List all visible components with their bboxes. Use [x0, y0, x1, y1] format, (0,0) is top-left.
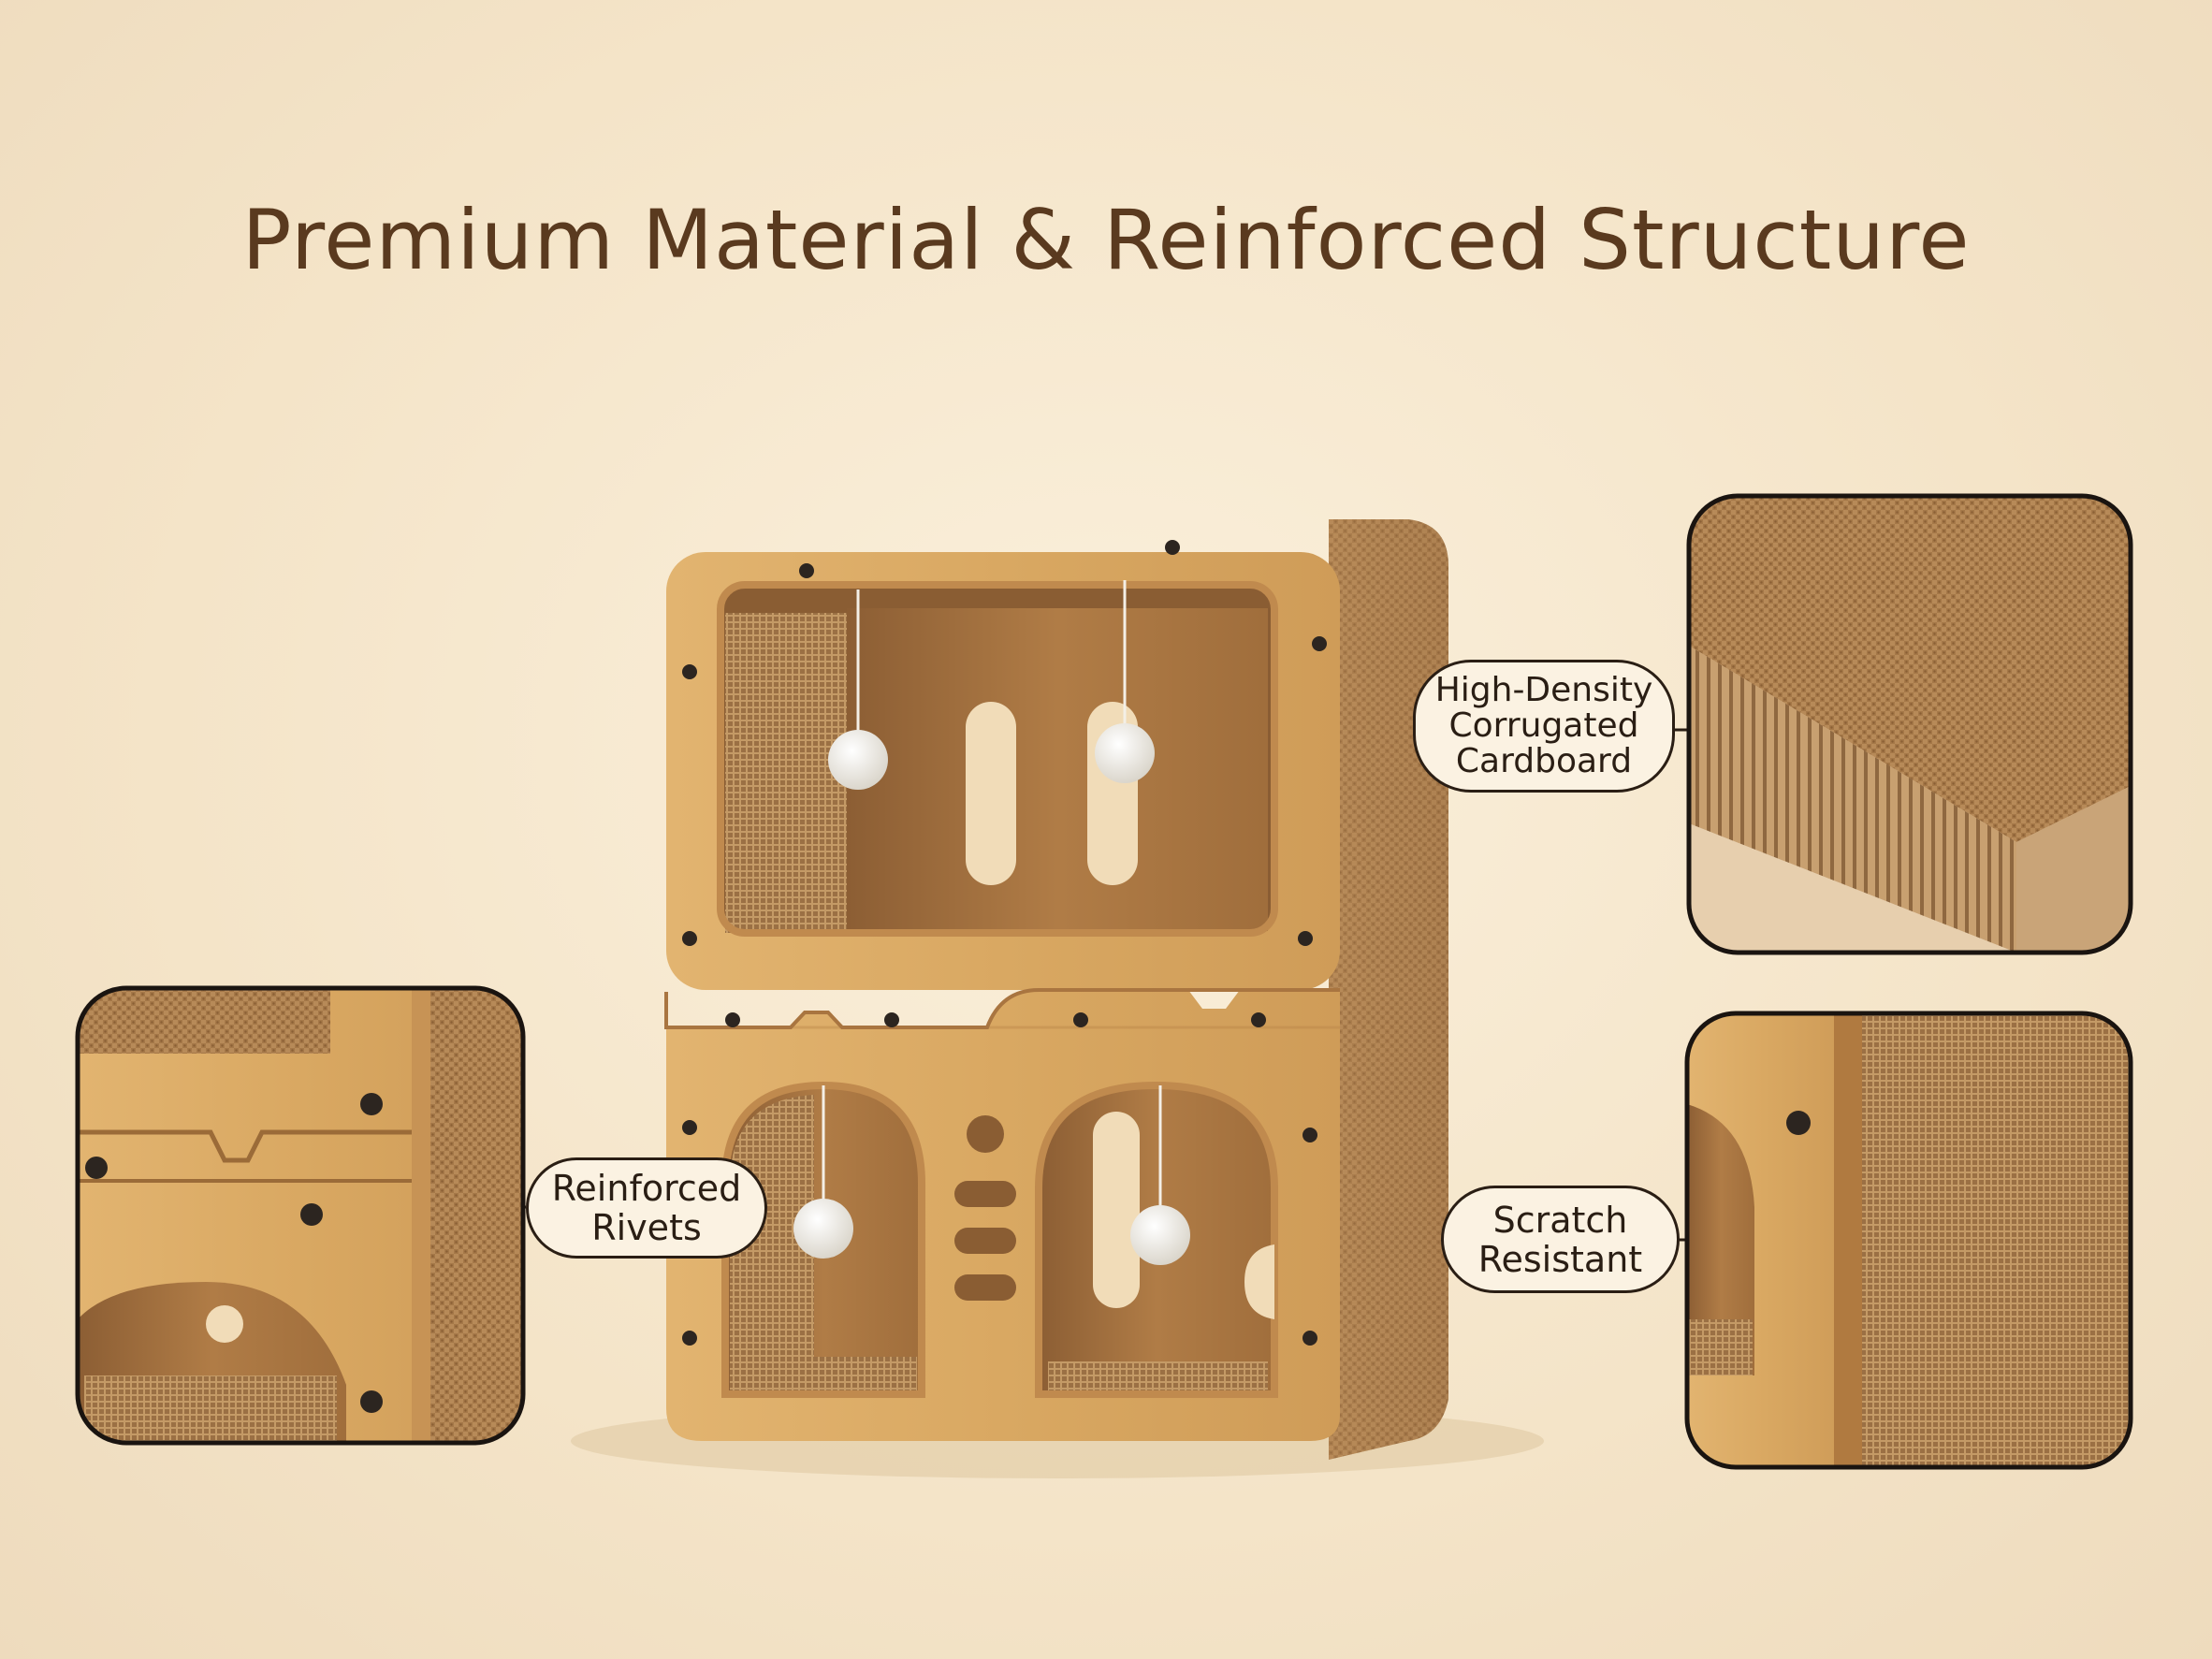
- detail-cardboard-texture: [1686, 493, 2133, 955]
- cat-house: [664, 519, 1448, 1460]
- vent-hole-round: [967, 1115, 1004, 1153]
- hanging-ball-icon: [1095, 580, 1155, 783]
- callout-scratch-line1: Scratch: [1492, 1199, 1628, 1241]
- vent-slot: [954, 1181, 1016, 1207]
- callout-cardboard-line3: Cardboard: [1455, 742, 1633, 780]
- vent-slot: [954, 1274, 1016, 1301]
- callout-cardboard-line2: Corrugated: [1448, 706, 1639, 745]
- hanging-ball-icon: [793, 1085, 853, 1259]
- upper-slot-left: [966, 702, 1016, 885]
- detail-reinforced-rivets: [75, 985, 526, 1446]
- callout-rivets-line2: Rivets: [591, 1207, 702, 1248]
- rivet-icons: [682, 540, 1327, 1346]
- vent-slot: [954, 1228, 1016, 1254]
- detail-scratch-resistant: [1684, 1011, 2133, 1470]
- page-title: Premium Material & Reinforced Structure: [241, 192, 1971, 288]
- hanging-ball-icon: [828, 589, 888, 790]
- hanging-ball-icon: [1130, 1085, 1190, 1265]
- inner-cardboard-wall: [725, 613, 847, 933]
- callout-cardboard: High-Density Corrugated Cardboard: [1413, 660, 1675, 793]
- callout-scratch: Scratch Resistant: [1441, 1186, 1680, 1293]
- callout-rivets-line1: Reinforced: [551, 1168, 742, 1209]
- lower-slot: [1093, 1112, 1140, 1308]
- callout-cardboard-line1: High-Density: [1434, 671, 1653, 709]
- callout-scratch-line2: Resistant: [1477, 1238, 1643, 1280]
- callout-rivets: Reinforced Rivets: [526, 1157, 767, 1259]
